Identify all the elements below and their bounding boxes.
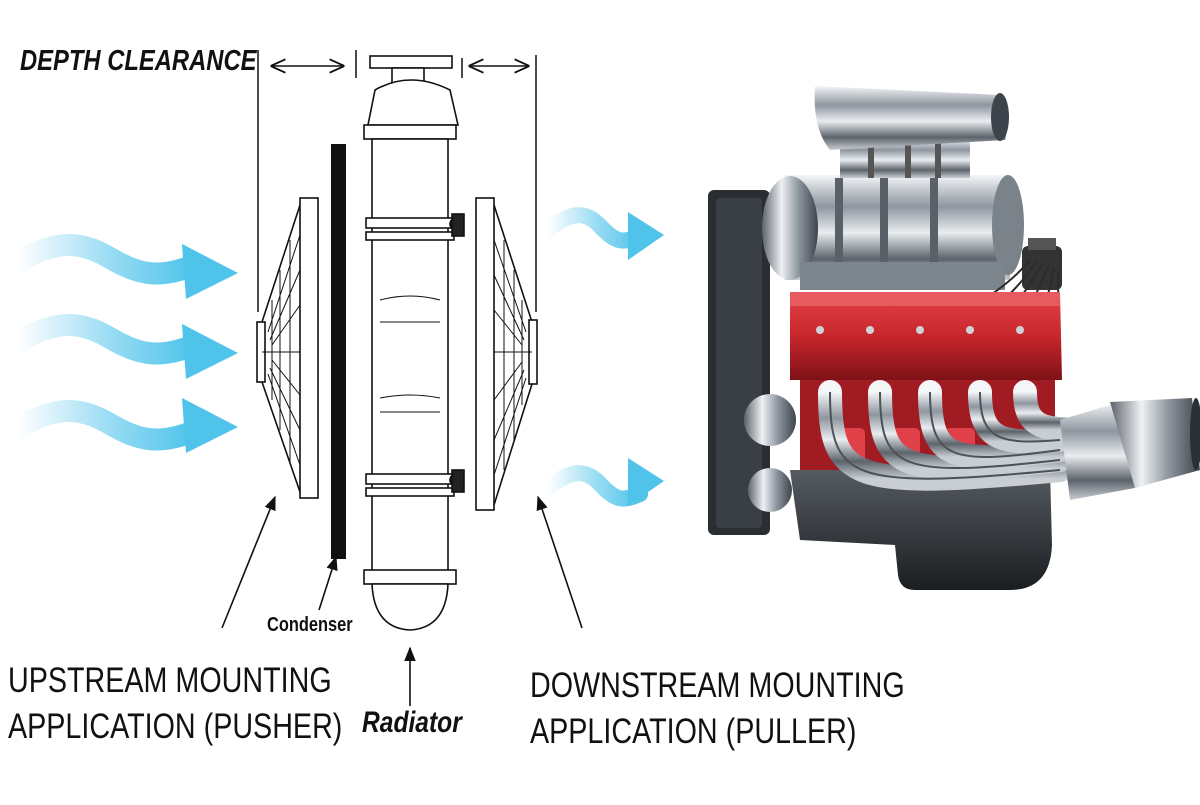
upstream-line-2: APPLICATION (PUSHER) [8,707,343,746]
upstream-line-1: UPSTREAM MOUNTING [8,661,332,700]
downstream-line-1: DOWNSTREAM MOUNTING [530,666,905,705]
pointer-arrows [221,495,583,706]
engine-icon [708,86,1200,590]
airflow-arrow-icon [540,207,664,260]
fan-icon [256,197,319,499]
depth-clearance-dimension [257,50,537,312]
condenser-label: Condenser [267,614,353,636]
airflow-arrow-icon [7,233,238,299]
airflow-arrow-icon [540,458,664,507]
radiator-label: Radiator [362,706,462,739]
airflow-arrow-icon [7,313,238,379]
downstream-line-2: APPLICATION (PULLER) [530,712,857,751]
depth-clearance-label: DEPTH CLEARANCE [20,45,257,77]
fan-icon [475,197,538,511]
upstream-mounting-label: UPSTREAM MOUNTING APPLICATION (PUSHER) [8,658,342,750]
radiator-icon [363,55,465,631]
airflow-arrow-icon [7,398,238,453]
condenser-icon [331,144,346,559]
downstream-mounting-label: DOWNSTREAM MOUNTING APPLICATION (PULLER) [530,663,905,755]
